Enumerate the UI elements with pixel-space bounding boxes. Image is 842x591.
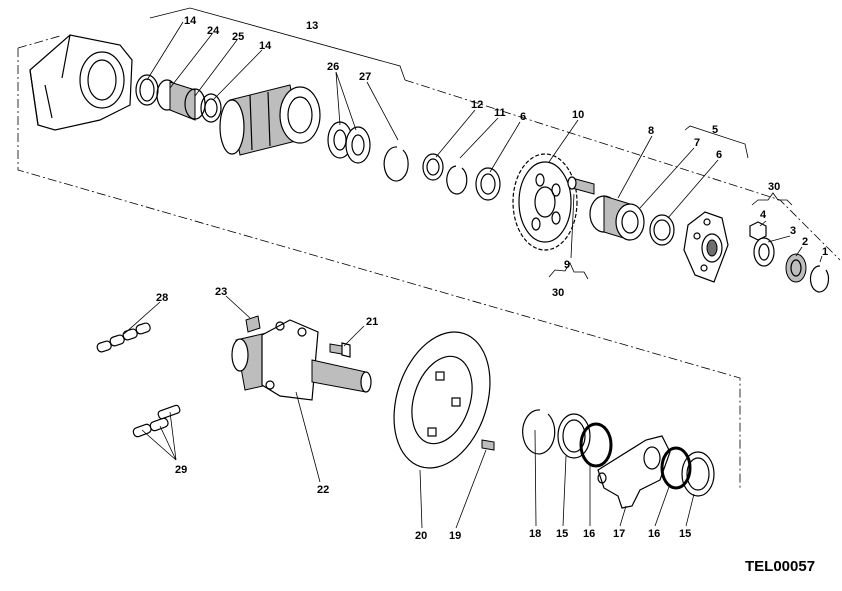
reference-code: TEL00057 <box>745 558 815 575</box>
callout-24: 24 <box>207 25 220 37</box>
callout-15a: 15 <box>556 528 568 540</box>
spacer-15a-inner <box>562 419 586 453</box>
callout-25: 25 <box>232 31 244 43</box>
lock-nut-2 <box>785 253 807 283</box>
chain-master-link-29 <box>132 404 181 438</box>
callout-6b: 6 <box>716 149 722 161</box>
callout-9: 9 <box>564 259 570 271</box>
callout-4: 4 <box>760 209 767 221</box>
callout-3: 3 <box>790 225 796 237</box>
callout-19: 19 <box>449 530 461 542</box>
callout-13: 13 <box>306 20 318 32</box>
spacer-6b <box>649 214 675 246</box>
spacer-15b-inner <box>686 457 710 491</box>
bearing-8 <box>589 195 645 241</box>
callout-30b: 30 <box>552 287 564 299</box>
callout-7: 7 <box>694 137 700 149</box>
callout-2: 2 <box>802 236 808 248</box>
callout-12: 12 <box>471 99 483 111</box>
brace-group-9 <box>548 262 589 280</box>
seal-ring-14b <box>200 93 222 123</box>
callout-1: 1 <box>822 246 828 258</box>
callout-8: 8 <box>648 125 654 137</box>
callout-29: 29 <box>175 464 187 476</box>
callout-14a: 14 <box>184 15 197 27</box>
callout-27: 27 <box>359 71 371 83</box>
callout-20: 20 <box>415 530 427 542</box>
drive-chain-28 <box>96 322 151 353</box>
washer-12 <box>422 153 444 181</box>
caliper-bracket-17 <box>597 435 671 509</box>
callout-6a: 6 <box>520 111 526 123</box>
brace-group-13 <box>149 7 406 81</box>
callout-21: 21 <box>366 316 378 328</box>
callout-11: 11 <box>494 107 506 119</box>
washer-12-inner <box>426 158 440 176</box>
sprocket-stud-9 <box>567 176 595 195</box>
bolt-21 <box>329 342 351 358</box>
callout-10: 10 <box>572 109 584 121</box>
callout-26: 26 <box>327 61 339 73</box>
callout-23: 23 <box>215 286 227 298</box>
seal-ring-14b-inner <box>204 98 218 118</box>
callout-22: 22 <box>317 484 329 496</box>
callout-18: 18 <box>529 528 541 540</box>
callout-30a: 30 <box>768 181 780 193</box>
brace-group-30-top <box>751 192 793 206</box>
circlip-11 <box>446 165 468 195</box>
disc-bolt-19 <box>481 439 495 451</box>
o-ring-16b <box>660 446 692 490</box>
rear-hub-axle-22 <box>231 319 372 401</box>
grease-nipple-23 <box>245 315 261 333</box>
swingarm-housing <box>29 34 133 131</box>
washer-3-inner <box>758 243 770 261</box>
brake-disc-20 <box>393 331 491 469</box>
callout-28: 28 <box>156 292 168 304</box>
sprocket-flange-5 <box>683 211 729 283</box>
callout-15b: 15 <box>679 528 691 540</box>
callout-14b: 14 <box>259 40 272 52</box>
roller-bearing-24 <box>156 79 206 121</box>
o-ring-16a <box>579 422 613 468</box>
spacer-6a-inner <box>480 173 496 195</box>
leader-lines <box>123 21 823 529</box>
spacer-ring-14a-inner <box>139 78 155 102</box>
rear-sprocket-10 <box>512 153 578 251</box>
callout-17: 17 <box>613 528 625 540</box>
circlip-27 <box>383 146 409 182</box>
spacer-6b-inner <box>653 219 671 241</box>
ball-bearings-26 <box>327 121 371 164</box>
spacer-15b <box>681 451 715 497</box>
spacer-15a <box>557 413 591 459</box>
callout-16a: 16 <box>583 528 595 540</box>
cush-drive-hub <box>219 84 321 156</box>
brace-group-5 <box>684 125 749 159</box>
circlip-1 <box>809 265 830 293</box>
callout-16b: 16 <box>648 528 660 540</box>
snap-ring-18 <box>522 409 556 455</box>
nut-4 <box>749 221 767 241</box>
washer-3 <box>753 237 775 267</box>
callout-5: 5 <box>712 124 718 136</box>
spacer-6a <box>475 167 501 201</box>
